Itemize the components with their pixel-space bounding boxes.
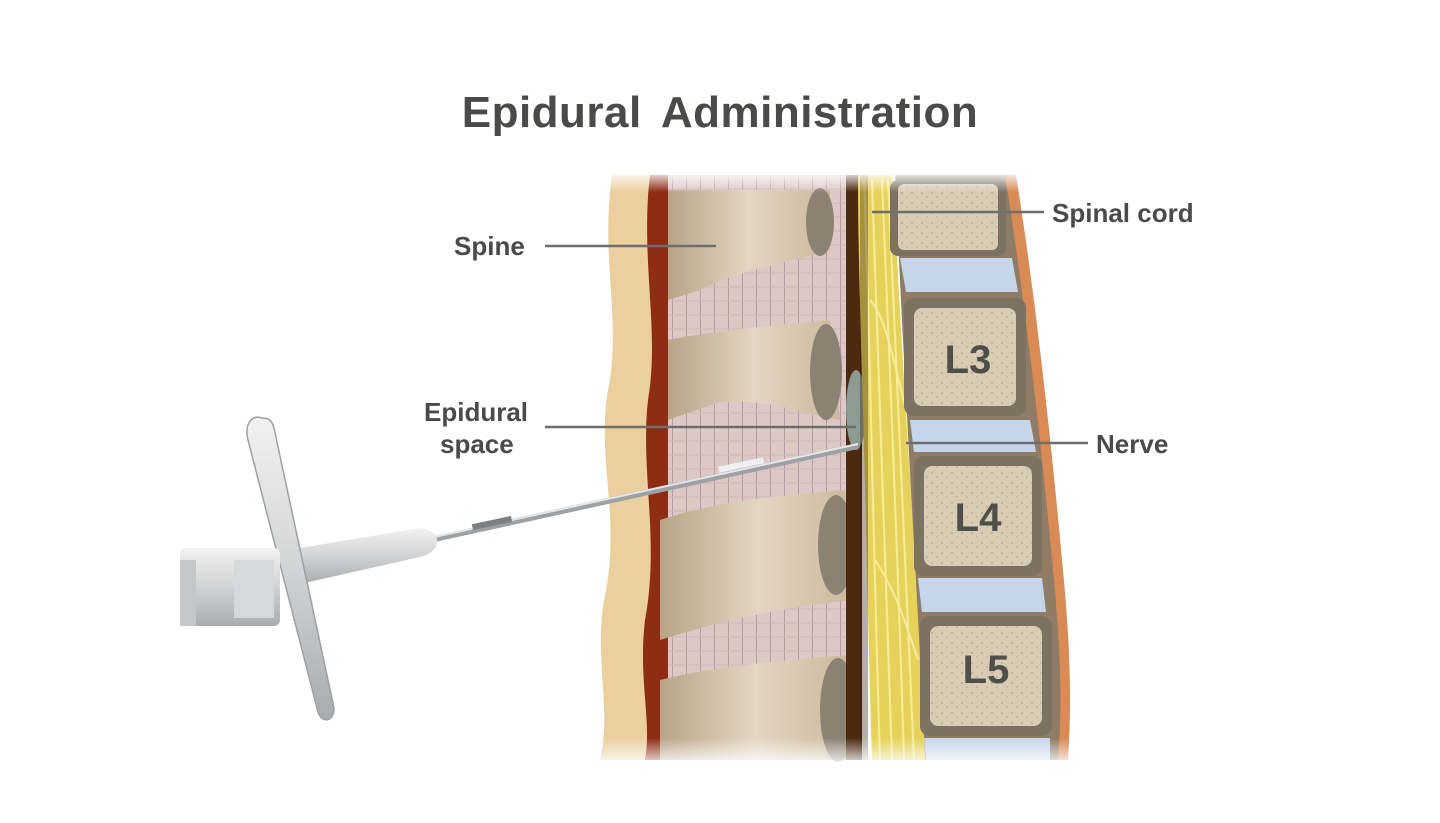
skin-layer <box>600 175 660 760</box>
diagram-title: Epidural Administration <box>461 88 979 137</box>
lamina-section <box>810 324 842 420</box>
spinous-process <box>660 490 855 640</box>
vertebra-label-l3: L3 <box>944 338 992 382</box>
label-epidural-space-line2: space <box>440 429 514 459</box>
epidural-space <box>846 175 862 760</box>
spinous-process <box>660 655 850 760</box>
spinous-process <box>668 320 840 420</box>
epidural-space-highlight <box>846 370 866 450</box>
disc <box>900 258 1018 292</box>
needle-wings <box>246 416 335 721</box>
vertebra-label-l4: L4 <box>954 496 1002 540</box>
leader-lines <box>545 210 1088 445</box>
disc <box>910 420 1036 452</box>
label-spine: Spine <box>454 231 525 261</box>
disc <box>918 578 1046 612</box>
lamina-section <box>806 188 834 256</box>
epidural-needle <box>180 416 859 721</box>
anterior-layer <box>1005 175 1070 760</box>
label-nerve: Nerve <box>1096 429 1169 459</box>
vertebra-label-l5: L5 <box>962 648 1010 692</box>
label-spinal-cord: Spinal cord <box>1052 198 1194 228</box>
spinous-process <box>668 190 830 300</box>
lamina-section <box>818 495 854 595</box>
label-epidural-space-line1: Epidural <box>424 397 529 427</box>
